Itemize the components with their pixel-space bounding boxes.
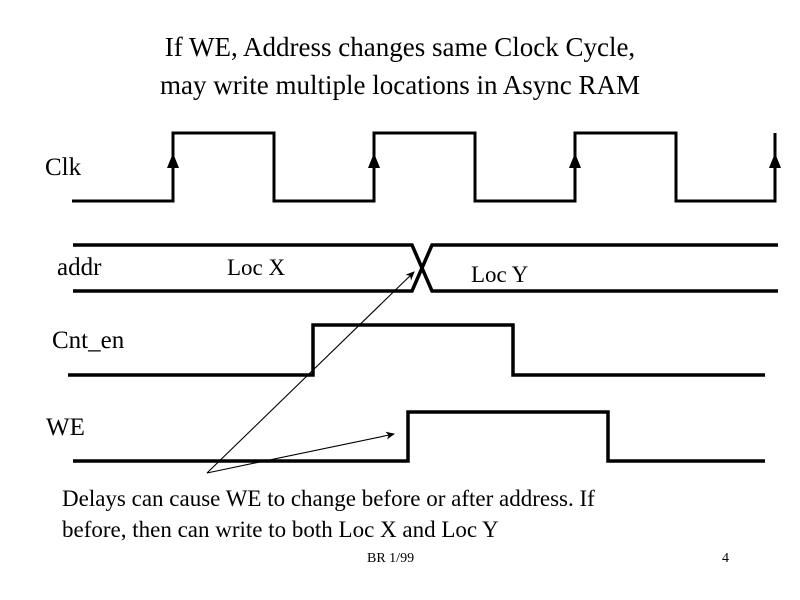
signal-label-cnt-en: Cnt_en bbox=[52, 327, 125, 354]
we-change-pointer bbox=[206, 431, 395, 474]
title-line-2: may write multiple locations in Async RA… bbox=[160, 70, 640, 100]
clk-edge-arrow-1 bbox=[167, 153, 179, 168]
footer-page-number: 4 bbox=[722, 551, 729, 566]
waveform-addr bbox=[73, 243, 778, 293]
clk-edge-arrow-2 bbox=[368, 153, 380, 168]
clk-edge-arrow-4 bbox=[769, 153, 781, 168]
waveform-clk bbox=[72, 131, 781, 203]
clk-edge-arrow-3 bbox=[569, 153, 581, 168]
annotation-arrows bbox=[206, 271, 415, 474]
signal-label-clk: Clk bbox=[45, 154, 82, 181]
signal-label-we: WE bbox=[46, 414, 85, 441]
signal-label-addr: addr bbox=[57, 254, 102, 281]
bus-value-loc-x: Loc X bbox=[227, 255, 286, 280]
title-line-1: If WE, Address changes same Clock Cycle, bbox=[164, 32, 636, 62]
bus-value-loc-y: Loc Y bbox=[471, 262, 529, 287]
body-text: Delays can cause WE to change before or … bbox=[62, 483, 752, 545]
waveform-cnt-en bbox=[68, 323, 765, 377]
body-line-2: before, then can write to both Loc X and… bbox=[62, 517, 499, 542]
body-line-1: Delays can cause WE to change before or … bbox=[62, 486, 595, 511]
addr-change-pointer bbox=[206, 271, 415, 474]
page-title: If WE, Address changes same Clock Cycle,… bbox=[0, 28, 800, 104]
footer-note: BR 1/99 bbox=[367, 551, 415, 566]
waveform-we bbox=[73, 410, 765, 463]
